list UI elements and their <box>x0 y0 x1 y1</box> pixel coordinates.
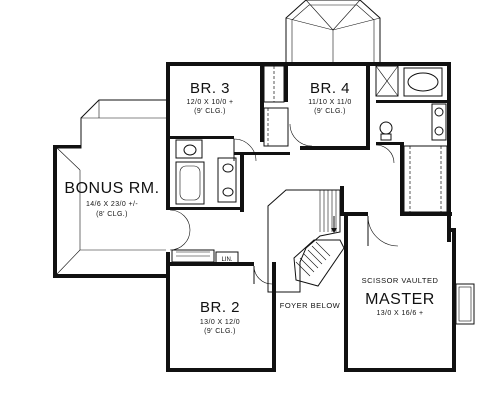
master-name: MASTER <box>365 291 435 308</box>
br4-dims: 11/10 X 11/0 <box>308 99 351 106</box>
label-master: SCISSOR VAULTED MASTER 13/0 X 16/6 + <box>362 276 439 317</box>
bonus-roof-lines <box>56 99 166 275</box>
br2-dims: 13/0 X 12/0 <box>200 319 240 326</box>
linen-label: LIN. <box>221 257 232 263</box>
label-br4: BR. 4 11/10 X 11/0 (9' CLG.) <box>308 80 351 115</box>
closet-shelves <box>171 65 448 263</box>
br2-name: BR. 2 <box>200 299 240 316</box>
master-note: SCISSOR VAULTED <box>362 276 439 285</box>
foyer-below-label: FOYER BELOW <box>280 301 341 310</box>
staircase <box>267 189 345 293</box>
label-br2: BR. 2 13/0 X 12/0 (9' CLG.) <box>200 299 240 335</box>
br3-name: BR. 3 <box>190 80 230 97</box>
bay-window <box>285 0 381 62</box>
master-dims: 13/0 X 16/6 + <box>376 310 423 317</box>
br4-name: BR. 4 <box>310 80 350 97</box>
master-bath <box>375 65 447 141</box>
hall-bath <box>175 139 237 205</box>
bonus-room-name: BONUS RM. <box>64 180 159 197</box>
label-br3: BR. 3 12/0 X 10/0 + (9' CLG.) <box>186 80 233 115</box>
exterior-walls <box>53 62 456 372</box>
interior-walls <box>166 62 447 266</box>
bonus-room-dims: 14/6 X 23/0 +/- <box>86 201 138 208</box>
doors <box>169 123 399 285</box>
bonus-room-ceiling: (8' CLG.) <box>96 211 128 218</box>
br2-ceiling: (9' CLG.) <box>204 328 236 335</box>
br3-ceiling: (9' CLG.) <box>194 108 226 115</box>
linen-closet: LIN. <box>215 251 239 265</box>
right-deck <box>455 283 475 325</box>
label-bonus: BONUS RM. 14/6 X 23/0 +/- (8' CLG.) <box>64 180 159 218</box>
br3-dims: 12/0 X 10/0 + <box>186 99 233 106</box>
br4-ceiling: (9' CLG.) <box>314 108 346 115</box>
